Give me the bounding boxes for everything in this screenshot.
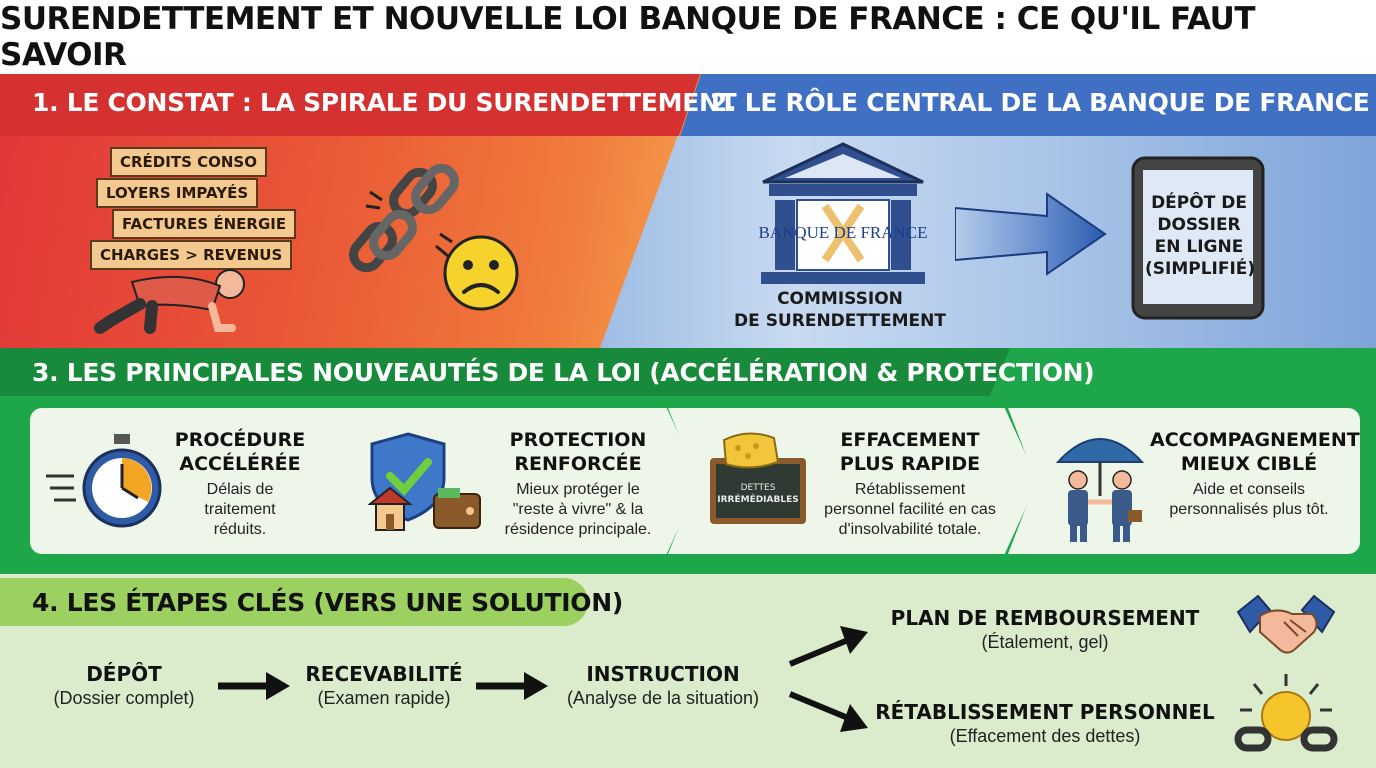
- arrow-right-icon: [955, 192, 1107, 276]
- step-instruction-sub: (Analyse de la situation): [566, 688, 760, 708]
- handshake-icon: [1236, 594, 1336, 654]
- umbrella-handshake-icon: [1055, 438, 1145, 542]
- section-2-header: [680, 74, 1376, 136]
- tablet-text: DÉPÔT DE DOSSIER EN LIGNE (SIMPLIFIÉ): [1145, 193, 1256, 279]
- step-depot-sub: (Dossier complet): [53, 688, 195, 708]
- step-instruction-title: INSTRUCTION: [586, 662, 740, 686]
- outcome-plan-sub: (Étalement, gel): [981, 632, 1109, 652]
- outcome-retablissement-sub: (Effacement des dettes): [949, 726, 1141, 746]
- section-4-title: 4. LES ÉTAPES CLÉS (VERS UNE SOLUTION): [32, 588, 623, 617]
- outcome-plan-title: PLAN DE REMBOURSEMENT: [890, 606, 1200, 630]
- tablet-icon: [1131, 156, 1265, 320]
- debt-box-factures: FACTURES ÉNERGIE: [112, 209, 297, 239]
- step-depot-title: DÉPÔT: [86, 662, 162, 686]
- section-1-title: 1. LE CONSTAT : LA SPIRALE DU SURENDETTE…: [32, 88, 737, 117]
- debt-box-credits: CRÉDITS CONSO: [110, 147, 267, 177]
- section-3-header: [0, 348, 1010, 396]
- debt-box-loyers: LOYERS IMPAYÉS: [96, 178, 259, 208]
- broken-chain-sun-icon: [1234, 674, 1338, 752]
- step-recevabilite-sub: (Examen rapide): [317, 688, 451, 708]
- novelty-cards: [30, 408, 1360, 554]
- arrow-step-2: [476, 672, 548, 700]
- section-3-title: 3. LES PRINCIPALES NOUVEAUTÉS DE LA LOI …: [32, 358, 1095, 387]
- board-text-1: DETTES: [741, 483, 776, 493]
- section-4-header: [0, 578, 588, 626]
- arrows-branch: [788, 626, 868, 732]
- section-1-header: [0, 74, 700, 136]
- card-accompagnement: [1008, 408, 1360, 554]
- sponge-chalkboard-icon: DETTES IRRÉMÉDIABLES: [710, 432, 806, 524]
- broken-chain-icon: [349, 163, 459, 273]
- section-2-title: 2. LE RÔLE CENTRAL DE LA BANQUE DE FRANC…: [710, 88, 1370, 117]
- bank-logo-text: BANQUE DE FRANCE: [758, 223, 927, 242]
- debt-box-charges: CHARGES > REVENUS: [90, 240, 293, 270]
- board-text-2: IRRÉMÉDIABLES: [717, 493, 798, 505]
- page-title: SURENDETTEMENT ET NOUVELLE LOI BANQUE DE…: [0, 1, 1256, 73]
- crawling-person-icon: [94, 269, 245, 334]
- outcome-retablissement-title: RÉTABLISSEMENT PERSONNEL: [875, 700, 1215, 724]
- arrow-step-1: [218, 672, 290, 700]
- shield-home-icon: [368, 432, 481, 531]
- step-recevabilite-title: RECEVABILITÉ: [305, 662, 463, 686]
- stopwatch-icon: [46, 434, 162, 528]
- sad-face-icon: [443, 235, 519, 311]
- bank-building-icon: BANQUE DE FRANCE: [758, 142, 928, 284]
- commission-label: COMMISSION DE SURENDETTEMENT: [734, 289, 946, 331]
